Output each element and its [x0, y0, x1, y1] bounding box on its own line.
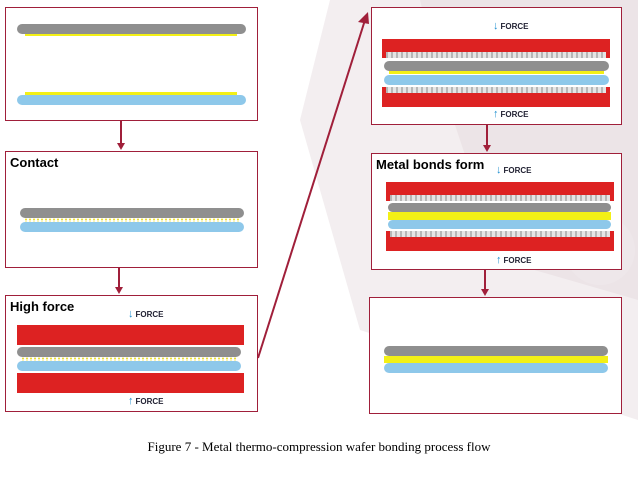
- step-bonded-result-box: [369, 297, 622, 414]
- step-press-box: ↓ FORCE ↑ FORCE: [371, 7, 622, 125]
- metal-layer: [389, 71, 604, 74]
- force-label: FORCE: [503, 255, 532, 265]
- force-label: FORCE: [500, 21, 529, 31]
- top-wafer: [20, 208, 244, 218]
- bottom-wafer: [20, 222, 244, 232]
- arrow-down-icon: ↓: [128, 308, 134, 320]
- top-wafer: [17, 347, 241, 357]
- force-up: ↑ FORCE: [128, 395, 164, 407]
- bottom-wafer: [17, 95, 246, 105]
- metal-layer: [21, 357, 237, 361]
- bottom-wafer: [17, 361, 241, 371]
- force-label: FORCE: [503, 165, 532, 175]
- step-label-metal-bonds: Metal bonds form: [376, 157, 485, 172]
- bottom-wafer: [384, 363, 608, 373]
- arrow-down-icon: ↓: [493, 20, 499, 32]
- top-wafer: [384, 346, 608, 356]
- top-wafer: [388, 203, 611, 212]
- force-label: FORCE: [135, 309, 164, 319]
- arrow-up-icon: ↑: [496, 254, 502, 266]
- force-up: ↑ FORCE: [496, 254, 532, 266]
- top-press-texture: [386, 52, 606, 58]
- metal-contact-layer: [24, 218, 240, 222]
- step-metal-bonds-box: Metal bonds form ↓ FORCE ↑ FORCE: [371, 153, 622, 270]
- top-wafer: [17, 24, 246, 34]
- step-label-contact: Contact: [10, 155, 59, 170]
- arrow-down-icon: ↓: [496, 164, 502, 176]
- flow-arrow-2: [115, 268, 123, 294]
- bonded-metal-layer: [388, 212, 611, 220]
- flow-arrow-3: [257, 12, 369, 359]
- top-wafer: [384, 61, 609, 71]
- top-press-texture: [390, 195, 610, 201]
- flow-arrow-5: [481, 270, 489, 296]
- flow-arrow-4: [483, 125, 491, 152]
- step-label-high-force: High force: [10, 299, 75, 314]
- force-label: FORCE: [500, 109, 529, 119]
- arrow-up-icon: ↑: [128, 395, 134, 407]
- bottom-press-texture-2: [386, 87, 606, 93]
- bottom-wafer: [384, 75, 609, 85]
- bottom-press-plate: [17, 373, 244, 393]
- step-contact-box: Contact: [5, 151, 258, 268]
- force-down: ↓ FORCE: [128, 308, 164, 320]
- arrow-up-icon: ↑: [493, 108, 499, 120]
- figure-caption: Figure 7 - Metal thermo-compression wafe…: [147, 439, 491, 454]
- step-high-force-box: High force ↓ FORCE ↑ FORCE: [5, 295, 258, 412]
- force-label: FORCE: [135, 396, 164, 406]
- bottom-metal-layer: [25, 92, 237, 95]
- bottom-press-texture: [390, 231, 610, 237]
- bottom-wafer: [388, 220, 611, 229]
- force-down: ↓ FORCE: [496, 164, 532, 176]
- force-down: ↓ FORCE: [493, 20, 529, 32]
- step-separated-wafers-box: [5, 7, 258, 121]
- top-metal-layer: [25, 34, 237, 36]
- flow-arrow-1: [117, 121, 125, 150]
- bonded-metal-layer: [384, 356, 608, 363]
- force-up: ↑ FORCE: [493, 108, 529, 120]
- top-press-plate: [17, 325, 244, 345]
